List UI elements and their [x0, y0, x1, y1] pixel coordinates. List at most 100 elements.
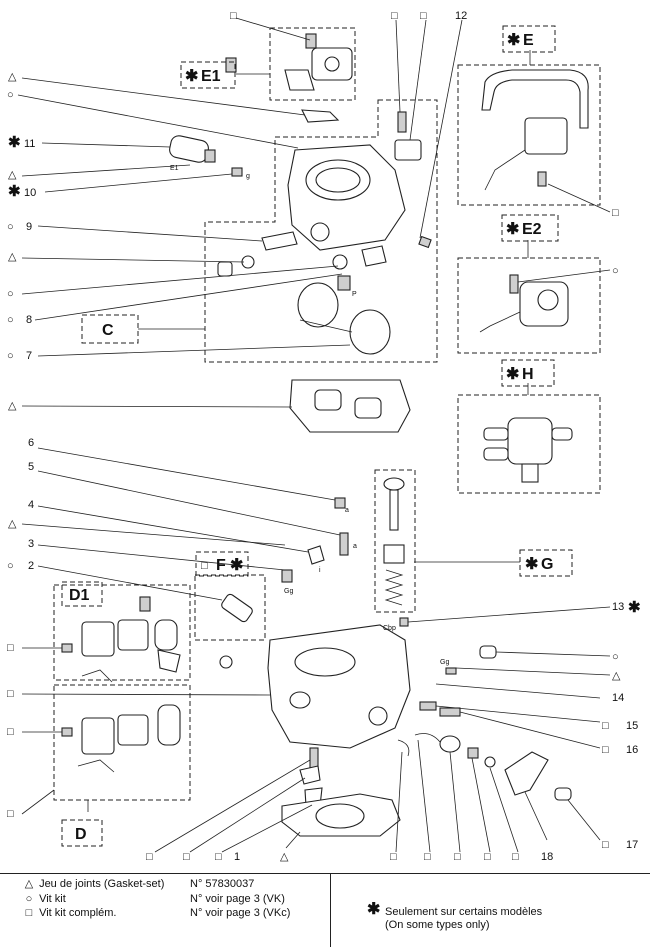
d1-screw [61, 643, 73, 653]
square-symbol: □ [230, 10, 237, 22]
legend-row-vitc: □ Vit kit complém. [22, 907, 117, 920]
circle-symbol: ○ [7, 89, 14, 101]
triangle-symbol: △ [612, 670, 621, 682]
bottom-coil [439, 735, 461, 753]
group-g-frame [374, 469, 416, 613]
circle-symbol: ○ [7, 350, 14, 362]
part-gg2 [445, 667, 457, 675]
legend-gasket-ref: N° 57830037 [190, 878, 255, 890]
e1-screw [225, 57, 237, 73]
jet-12 [418, 235, 432, 249]
group-label-c: C [102, 322, 114, 339]
part-13 [399, 617, 409, 627]
square-symbol: □ [390, 851, 397, 863]
circle-symbol: ○ [7, 288, 14, 300]
callout-16: 16 [626, 744, 638, 756]
part-3 [281, 569, 293, 583]
square-symbol: □ [454, 851, 461, 863]
star-icon: ✱ [525, 556, 538, 573]
star-icon: ✱ [8, 183, 21, 200]
callout-8: 8 [26, 314, 32, 326]
star-icon: ✱ [507, 32, 520, 49]
lever-18 [504, 751, 549, 796]
callout-6: 6 [28, 437, 34, 449]
triangle-symbol: △ [8, 71, 17, 83]
callout-12: 12 [455, 10, 467, 22]
legend-vitc-ref: N° voir page 3 (VKc) [190, 907, 291, 919]
circle-symbol: ○ [7, 560, 14, 572]
part-15 [419, 701, 437, 711]
triangle-symbol: △ [280, 851, 289, 863]
star-icon: ✱ [628, 599, 641, 616]
group-f-frame [194, 574, 266, 641]
square-symbol: □ [512, 851, 519, 863]
label-box-h [501, 359, 555, 387]
part-4 [307, 545, 325, 565]
e1-cover-part [284, 33, 353, 91]
callout-7: 7 [26, 350, 32, 362]
group-label-d: D [75, 826, 87, 843]
e2-pump-part [479, 274, 569, 333]
square-symbol: □ [183, 851, 190, 863]
valve-p [337, 275, 351, 291]
label-box-e2 [501, 214, 559, 242]
d1-pump-parts [81, 596, 181, 683]
circle-symbol: ○ [25, 893, 33, 905]
square-symbol: □ [602, 720, 609, 732]
h-body-part [483, 417, 573, 483]
g-assembly-part [383, 477, 405, 606]
group-e-frame [457, 64, 601, 206]
d-pump-parts [77, 704, 181, 773]
triangle-symbol: △ [8, 400, 17, 412]
square-symbol: □ [7, 808, 14, 820]
square-symbol: □ [424, 851, 431, 863]
mark-gg: Gg [440, 659, 449, 666]
screw-6 [334, 497, 346, 509]
circle-symbol: ○ [612, 651, 619, 663]
star-icon: ✱ [506, 366, 519, 383]
callout-10: 10 [24, 187, 36, 199]
float-part [297, 282, 391, 355]
upper-body-part [287, 111, 422, 251]
group-e1-frame [269, 27, 356, 101]
group-label-g: G [541, 556, 553, 573]
callout-1: 1 [234, 851, 240, 863]
callout-13: 13 [612, 601, 624, 613]
d-screw [61, 727, 73, 737]
group-label-e1: E1 [201, 68, 221, 85]
mark-e1: E1 [170, 165, 179, 172]
group-e2-frame [457, 257, 601, 354]
group-label-f: F [216, 557, 226, 574]
star-icon: ✱ [506, 221, 519, 238]
legend-row-vit: ○ Vit kit [22, 893, 66, 906]
circle-symbol: ○ [7, 314, 14, 326]
filter-11-part [169, 135, 216, 163]
mark-gg: Gg [284, 588, 293, 595]
bottom-ball [484, 756, 496, 768]
legend-vit-label: Vit kit [39, 893, 66, 905]
square-symbol: □ [7, 642, 14, 654]
callout-15: 15 [626, 720, 638, 732]
legend-note: ✱ Seulement sur certains modèles (On som… [367, 902, 542, 932]
mark-g: g [246, 173, 250, 180]
legend-row-gasket: △ Jeu de joints (Gasket-set) [22, 878, 165, 891]
bottom-spring [397, 739, 410, 757]
group-d1-frame [53, 584, 191, 681]
f-part [221, 593, 253, 623]
small-gasket [301, 109, 340, 123]
label-box-f [195, 551, 249, 577]
square-symbol: □ [215, 851, 222, 863]
callout-18: 18 [541, 851, 553, 863]
triangle-symbol: △ [8, 518, 17, 530]
spring-9 [261, 231, 298, 251]
mark-a: a [345, 507, 349, 514]
square-symbol: □ [146, 851, 153, 863]
label-box-d [61, 819, 103, 847]
legend-divider [330, 874, 331, 947]
clip [361, 245, 387, 267]
star-icon: ✱ [230, 557, 243, 574]
screw-17 [554, 787, 572, 801]
callout-2: 2 [28, 560, 34, 572]
base-gasket [289, 379, 411, 433]
